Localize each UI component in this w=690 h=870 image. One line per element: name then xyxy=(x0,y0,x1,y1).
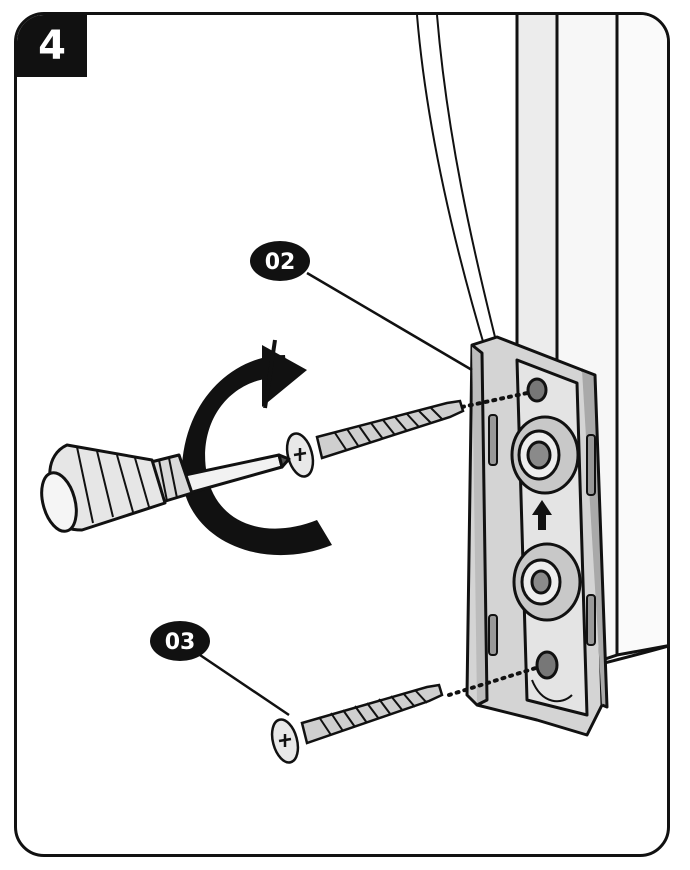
alignment-guides xyxy=(447,390,541,697)
step-number: 4 xyxy=(38,23,66,69)
screwdriver xyxy=(40,443,291,533)
screw-03 xyxy=(270,683,444,764)
mounting-bracket xyxy=(465,335,609,737)
callout-02-label: 02 xyxy=(265,250,296,275)
up-arrow-icon xyxy=(532,500,552,530)
step-number-badge: 4 xyxy=(17,15,87,77)
callout-02: 02 xyxy=(250,241,310,281)
callout-03-label: 03 xyxy=(165,630,196,655)
callout-leaders xyxy=(196,271,473,717)
screw-02 xyxy=(285,399,465,478)
assembly-illustration: 02 03 xyxy=(40,15,667,764)
phillips-head-icon xyxy=(278,734,292,747)
phillips-head-icon xyxy=(293,448,307,461)
callout-03: 03 xyxy=(150,621,210,661)
clockwise-rotation-arrow-icon xyxy=(181,339,332,556)
instruction-panel: 4 xyxy=(14,12,670,857)
